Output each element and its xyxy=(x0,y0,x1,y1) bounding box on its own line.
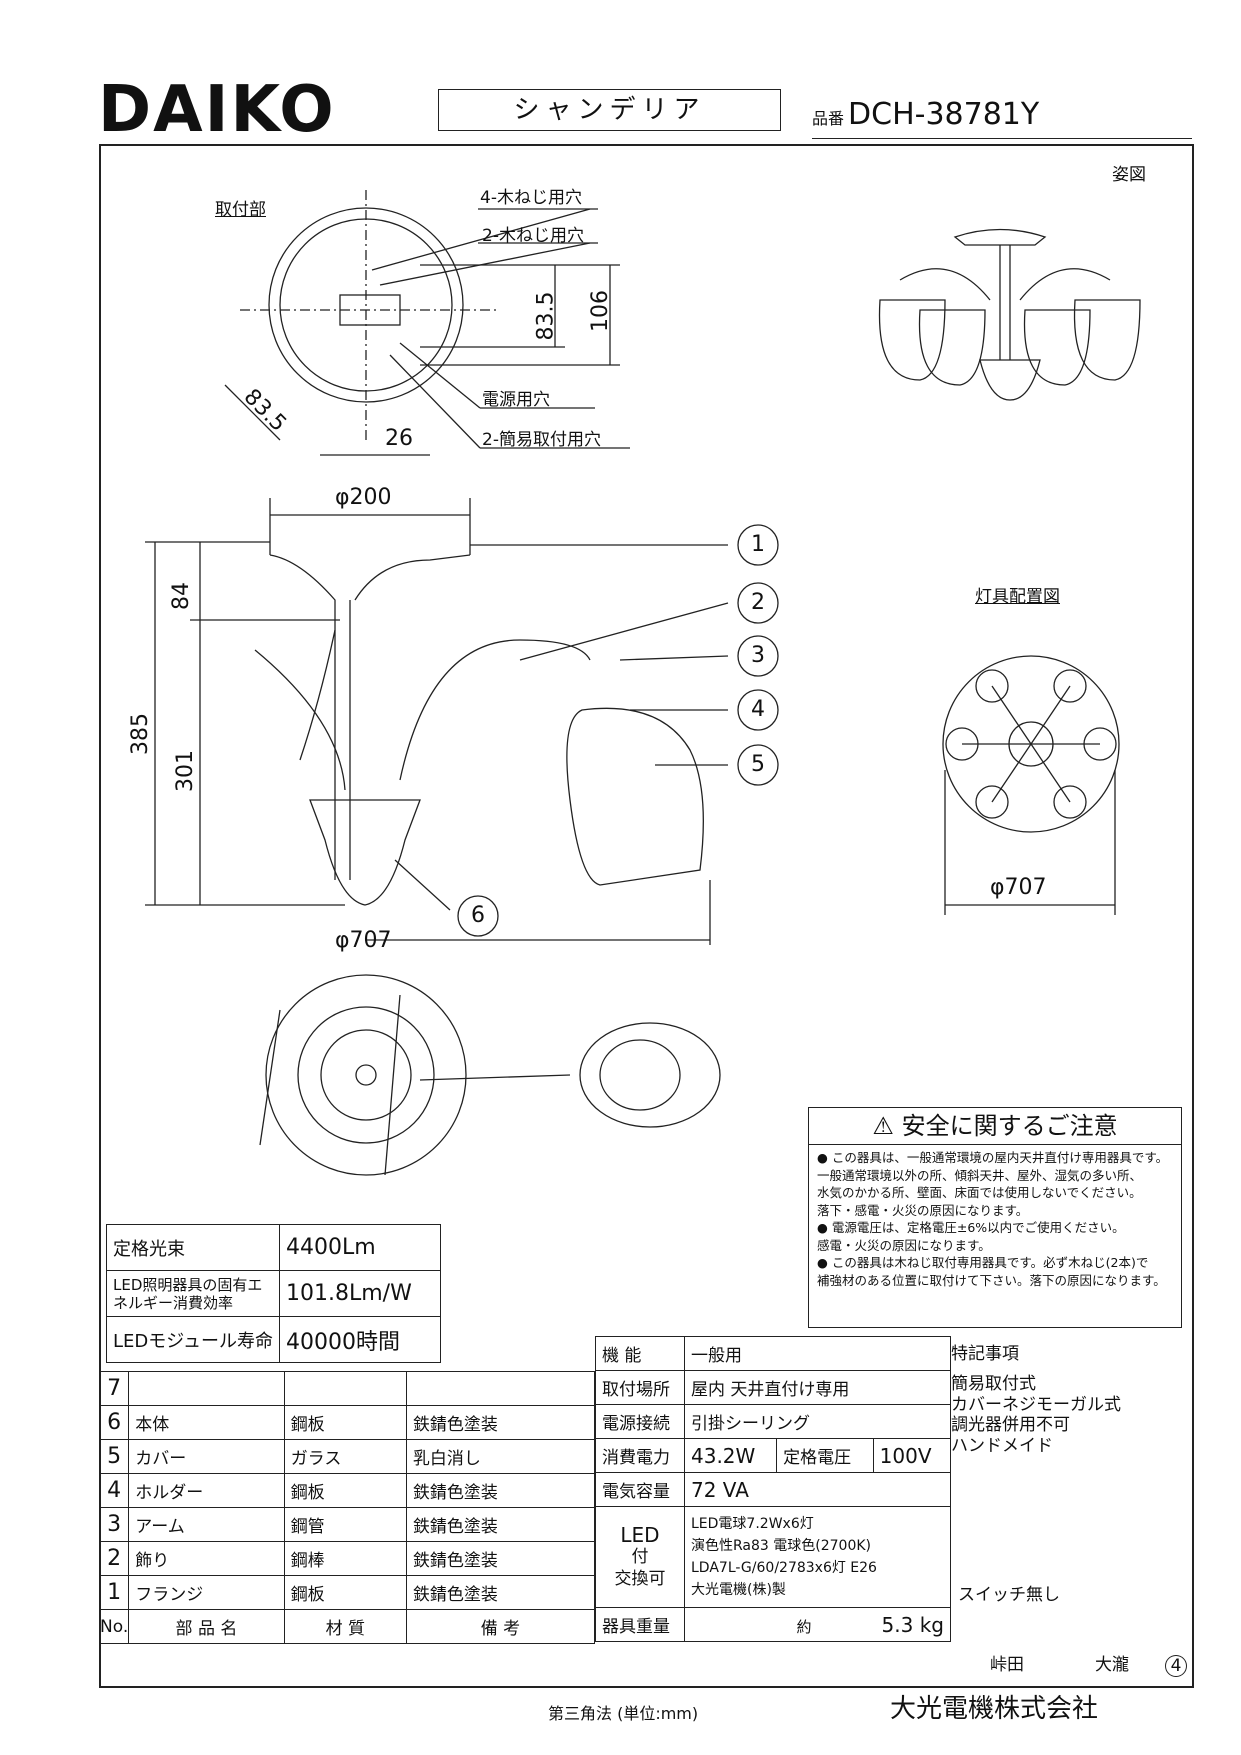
balloon-1-num: 1 xyxy=(751,532,765,557)
glass-shade-side xyxy=(566,707,704,886)
balloon-6-num: 6 xyxy=(471,903,485,928)
company-name: 大光電機株式会社 xyxy=(890,1694,1099,1724)
notes-title: 特記事項 xyxy=(951,1344,1019,1364)
balloon-3-num: 3 xyxy=(751,643,765,668)
balloon-6 xyxy=(457,895,499,937)
callout-wood-screw-4: 4-木ねじ用穴 xyxy=(480,188,582,208)
sheet-number: 4 xyxy=(1165,1655,1187,1678)
part-number-prefix: 品番 xyxy=(812,109,845,128)
balloon-4 xyxy=(737,689,779,731)
arm-curve-right xyxy=(399,639,591,781)
sign-1: 峠田 xyxy=(990,1655,1024,1675)
balloon-1 xyxy=(737,524,779,566)
spec-label-life: LEDモジュール寿命 xyxy=(105,1316,281,1363)
dim-707-layout: φ707 xyxy=(990,875,1047,900)
mount-plate-outer xyxy=(268,207,464,403)
dim-106: 106 xyxy=(588,290,613,332)
drawing-frame xyxy=(99,144,1194,1688)
callout-power-hole: 電源用穴 xyxy=(482,390,550,410)
table-row: 7 xyxy=(98,1371,596,1406)
sign-2: 大瀧 xyxy=(1095,1655,1129,1675)
dim-83-5-vertical: 83.5 xyxy=(533,291,559,341)
safety-notice: ⚠ 安全に関するご注意 ● この器具は、一般通常環境の屋内天井直付け専用器具です… xyxy=(808,1107,1182,1328)
dim-84: 84 xyxy=(169,582,194,610)
safety-body: ● この器具は、一般通常環境の屋内天井直付け専用器具です。 一般通常環境以外の所… xyxy=(817,1150,1169,1288)
spec-label-efficiency: LED照明器具の固有エネルギー消費効率 xyxy=(105,1270,281,1317)
dim-26: 26 xyxy=(385,426,413,451)
notes-panel: 特記事項 簡易取付式 カバーネジモーガル式 調光器併用不可 ハンドメイド xyxy=(951,1344,1194,1456)
layout-label: 灯具配置図 xyxy=(975,587,1060,607)
balloon-2-num: 2 xyxy=(751,590,765,615)
led-detail: LED電球7.2Wx6灯 演色性Ra83 電球色(2700K) LDA7L-G/… xyxy=(684,1506,951,1608)
callout-wood-screw-2: 2-木ねじ用穴 xyxy=(482,226,584,246)
dim-385: 385 xyxy=(128,713,153,755)
balloon-2 xyxy=(737,582,779,624)
balloon-5-num: 5 xyxy=(751,752,765,777)
center-rod xyxy=(334,600,351,880)
spec-value-flux: 4400Lm xyxy=(279,1224,441,1271)
led-label: LED 付 交換可 xyxy=(595,1506,685,1608)
arm-curve-left xyxy=(254,649,346,791)
projection-note: 第三角法 (単位:mm) xyxy=(548,1704,699,1723)
dim-200: φ200 xyxy=(335,485,392,510)
spec-label-flux: 定格光束 xyxy=(105,1224,281,1271)
mount-label: 取付部 xyxy=(215,200,266,220)
switch-note: スイッチ無し xyxy=(958,1585,1060,1605)
perspective-label: 姿図 xyxy=(1112,165,1146,185)
callout-simple-mount: 2-簡易取付用穴 xyxy=(482,430,601,450)
brand-text: DAIKO xyxy=(98,73,336,147)
dim-707-side: φ707 xyxy=(335,928,392,953)
balloon-4-num: 4 xyxy=(751,697,765,722)
balloon-5 xyxy=(737,744,779,786)
product-type: シャンデリア xyxy=(438,89,781,131)
spec-value-efficiency: 101.8Lm/W xyxy=(279,1270,441,1317)
safety-title: ⚠ 安全に関するご注意 xyxy=(809,1108,1181,1145)
dim-301: 301 xyxy=(173,750,198,792)
balloon-3 xyxy=(737,635,779,677)
bottom-body xyxy=(309,799,421,906)
spec-value-life: 40000時間 xyxy=(279,1316,441,1363)
brand-logo: DAIKO xyxy=(98,78,336,142)
part-number-value: DCH-38781Y xyxy=(848,97,1040,132)
table-header: No.部 品 名材 質備 考 xyxy=(98,1609,596,1644)
